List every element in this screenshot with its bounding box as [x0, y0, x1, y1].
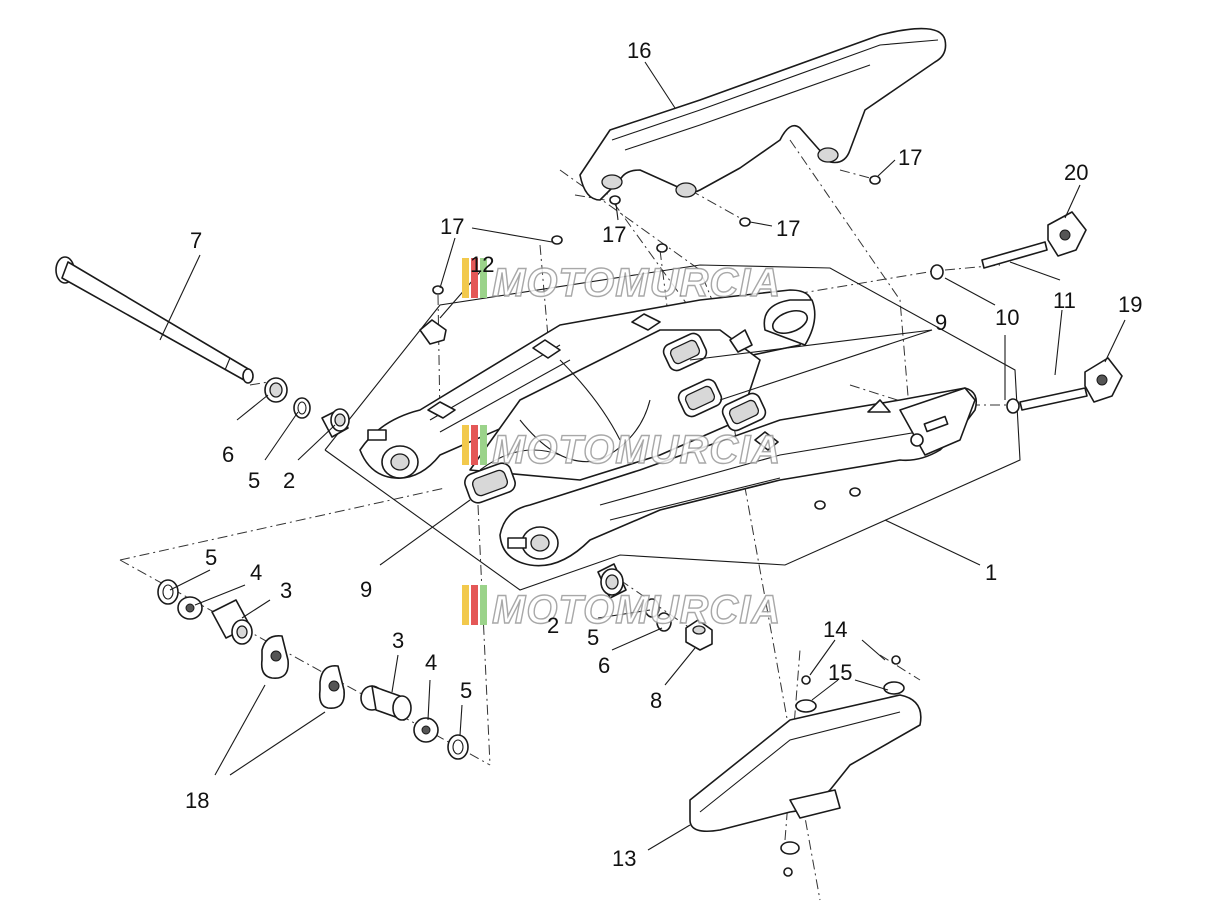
spacer-group-left: [157, 579, 469, 760]
callout: 9: [935, 310, 947, 335]
callout: 7: [190, 228, 202, 253]
callout: 17: [776, 216, 800, 241]
callout: 14: [823, 617, 847, 642]
assembly-lines: [119, 124, 1010, 901]
callout: 5: [460, 678, 472, 703]
watermark-text: MOTOMURCIA: [492, 261, 781, 305]
group-outline: [324, 264, 1021, 591]
callout: 4: [425, 650, 437, 675]
callout: 6: [598, 653, 610, 678]
bearing-group-upper: [264, 377, 350, 438]
callout: 11: [1053, 288, 1076, 313]
callout: 6: [222, 442, 234, 467]
rubber-pads: [464, 332, 767, 504]
callout: 2: [547, 613, 559, 638]
watermark-text: MOTOMURCIA: [492, 588, 781, 632]
callout: 17: [898, 145, 922, 170]
callout: 10: [995, 305, 1019, 330]
callout: 4: [250, 560, 262, 585]
callout: 15: [828, 660, 852, 685]
watermarks: MOTOMURCIA MOTOMURCIA MOTOMURCIA: [462, 258, 781, 633]
watermark-logo: [462, 585, 487, 625]
callout: 3: [280, 578, 292, 603]
callout: 13: [612, 846, 636, 871]
callout: 2: [283, 468, 295, 493]
leader-lines: [159, 61, 1126, 851]
callout: 17: [440, 214, 464, 239]
callout: 12: [470, 252, 494, 277]
callout: 5: [248, 468, 260, 493]
chain-slider: [689, 655, 922, 877]
watermark-text: MOTOMURCIA: [492, 428, 781, 472]
chain-adjusters: [981, 211, 1123, 411]
callout-labels: 1 2 2 3 3 4 4 5 5 5 5 6 6 7 8 9 9 10 11 …: [185, 38, 1142, 871]
swingarm-axle: [55, 256, 254, 384]
callout: 19: [1118, 292, 1142, 317]
watermark-logo: [462, 258, 487, 298]
screws: [419, 175, 1020, 414]
callout: 17: [602, 222, 626, 247]
callout: 5: [587, 625, 599, 650]
callout: 18: [185, 788, 209, 813]
callout: 9: [360, 577, 372, 602]
callout: 8: [650, 688, 662, 713]
callout: 1: [985, 560, 997, 585]
chain-guard: [579, 27, 947, 201]
callout: 16: [627, 38, 651, 63]
callout: 3: [392, 628, 404, 653]
callout: 20: [1064, 160, 1088, 185]
callout: 5: [205, 545, 217, 570]
bearing-group-lower: [597, 563, 713, 651]
watermark-logo: [462, 425, 487, 465]
